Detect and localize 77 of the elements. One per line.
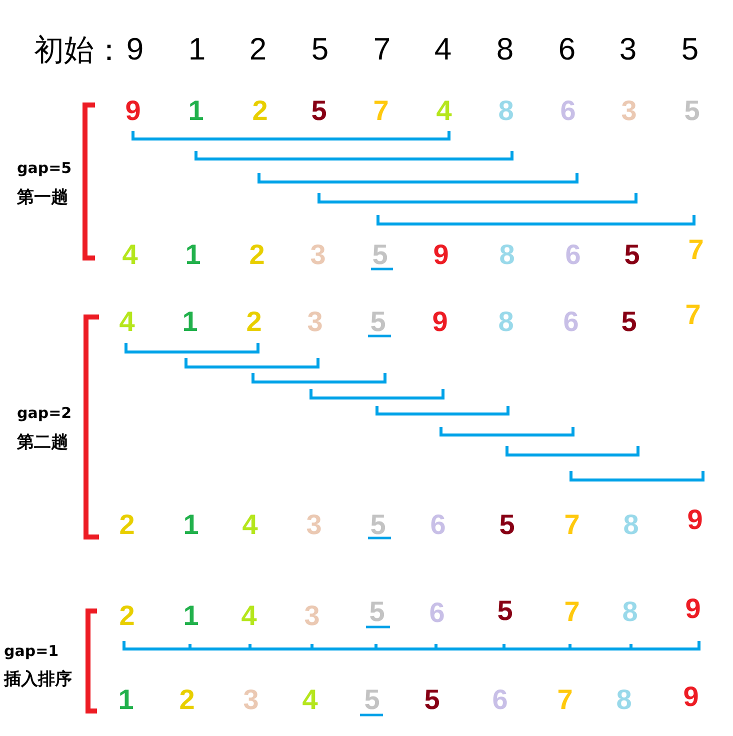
number: 5: [621, 311, 637, 333]
number: 8: [498, 100, 514, 122]
number: 4: [434, 38, 452, 62]
pass-label: 插入排序: [4, 670, 72, 690]
number: 9: [126, 38, 144, 62]
number: 4: [242, 514, 258, 536]
number: 5: [311, 38, 329, 62]
number: 5: [372, 244, 388, 266]
number: 4: [302, 689, 318, 711]
number: 6: [429, 602, 445, 624]
number: 3: [306, 514, 322, 536]
number: 6: [558, 38, 576, 62]
number: 1: [183, 605, 199, 627]
number: 1: [188, 38, 206, 62]
number: 7: [564, 601, 580, 623]
number: 3: [621, 100, 637, 122]
number: 8: [496, 38, 514, 62]
number: 2: [252, 100, 268, 122]
number: 4: [241, 605, 257, 627]
number: 5: [370, 514, 386, 536]
number: 2: [249, 38, 267, 62]
number: 6: [560, 100, 576, 122]
number: 5: [624, 244, 640, 266]
pass-label: 第二趟: [17, 434, 68, 452]
number: 7: [557, 689, 573, 711]
number: 5: [364, 689, 380, 711]
number: 3: [307, 311, 323, 333]
number: 4: [122, 244, 138, 266]
number: 1: [188, 100, 204, 122]
number: 9: [433, 244, 449, 266]
number: 8: [622, 601, 638, 623]
number: 8: [498, 311, 514, 333]
number: 1: [182, 311, 198, 333]
number: 5: [497, 600, 513, 622]
pass-label: 第一趟: [17, 188, 68, 208]
number: 2: [119, 605, 135, 627]
gap-label: gap=1: [4, 642, 59, 660]
number: 8: [499, 244, 515, 266]
number: 8: [616, 689, 632, 711]
number: 3: [619, 38, 637, 62]
number: 2: [119, 514, 135, 536]
number: 6: [492, 689, 508, 711]
number: 5: [370, 311, 386, 333]
number: 4: [436, 100, 452, 122]
number: 3: [310, 244, 326, 266]
number: 7: [373, 38, 391, 62]
number: 9: [432, 311, 448, 333]
number: 1: [185, 244, 201, 266]
number: 7: [564, 514, 580, 536]
number: 7: [688, 239, 704, 261]
number: 9: [683, 686, 699, 708]
gap-label: gap=2: [17, 404, 72, 422]
number: 4: [119, 311, 135, 333]
number: 6: [430, 514, 446, 536]
number: 6: [563, 311, 579, 333]
number: 8: [623, 514, 639, 536]
number: 3: [304, 605, 320, 627]
number: 5: [684, 100, 700, 122]
number: 9: [685, 598, 701, 620]
number: 5: [681, 38, 699, 62]
row-label: 初始：: [34, 36, 124, 66]
number: 9: [687, 509, 703, 531]
number: 6: [565, 244, 581, 266]
number: 9: [125, 100, 141, 122]
number: 7: [685, 304, 701, 326]
number: 5: [311, 100, 327, 122]
number: 2: [246, 311, 262, 333]
number: 5: [424, 689, 440, 711]
number: 1: [183, 514, 199, 536]
number: 7: [373, 100, 389, 122]
number: 3: [243, 689, 259, 711]
gap-label: gap=5: [17, 160, 72, 176]
number: 1: [118, 689, 134, 711]
number: 2: [179, 689, 195, 711]
number: 5: [369, 601, 385, 623]
number: 5: [499, 514, 515, 536]
number: 2: [249, 244, 265, 266]
